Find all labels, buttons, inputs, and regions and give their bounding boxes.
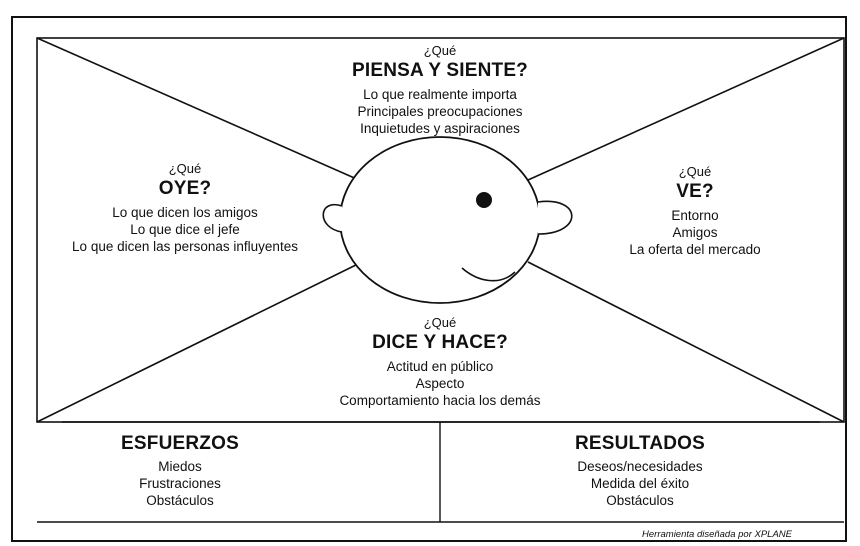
left-ear: [322, 203, 343, 233]
section-line: La oferta del mercado: [629, 242, 761, 257]
section-line: Aspecto: [415, 376, 465, 391]
section-line: Inquietudes y aspiraciones: [360, 121, 520, 136]
section-line: Actitud en público: [386, 359, 494, 374]
panel-line: Obstáculos: [146, 493, 214, 508]
section-thinks-feels: ¿Qué PIENSA Y SIENTE? Lo que realmente i…: [300, 44, 580, 137]
panel-heading: RESULTADOS: [574, 433, 706, 454]
right-ear: [537, 200, 573, 235]
section-question: ¿Qué: [423, 43, 457, 58]
section-line: Lo que dicen los amigos: [112, 205, 258, 220]
section-question: ¿Qué: [423, 315, 457, 330]
section-heading: OYE?: [158, 178, 212, 199]
diagonal-top-left: [36, 37, 369, 185]
panel-line: Frustraciones: [139, 476, 221, 491]
section-sees: ¿Qué VE? Entorno Amigos La oferta del me…: [590, 165, 800, 258]
section-question: ¿Qué: [678, 164, 712, 179]
head-outline: [339, 136, 541, 304]
section-heading: VE?: [676, 181, 714, 202]
panel-gains: RESULTADOS Deseos/necesidades Medida del…: [530, 434, 750, 509]
panel-line: Obstáculos: [606, 493, 674, 508]
section-says-does: ¿Qué DICE Y HACE? Actitud en público Asp…: [295, 316, 585, 409]
panel-line: Medida del éxito: [590, 476, 690, 491]
section-line: Comportamiento hacia los demás: [339, 393, 541, 408]
eye: [476, 192, 492, 208]
section-line: Lo que dicen las personas influyentes: [72, 239, 298, 254]
section-line: Lo que dice el jefe: [130, 222, 240, 237]
diagonal-top-right: [527, 37, 845, 181]
outer-frame: [11, 16, 847, 542]
section-line: Entorno: [671, 208, 719, 223]
mouth: [461, 267, 516, 282]
diagonal-bottom-right: [527, 261, 845, 423]
panel-pains: ESFUERZOS Miedos Frustraciones Obstáculo…: [80, 434, 280, 509]
section-question: ¿Qué: [168, 161, 202, 176]
section-line: Lo que realmente importa: [363, 87, 517, 102]
panel-line: Miedos: [158, 459, 202, 474]
panel-line: Deseos/necesidades: [577, 459, 703, 474]
section-line: Principales preocupaciones: [357, 104, 523, 119]
section-line: Amigos: [672, 225, 718, 240]
section-heading: PIENSA Y SIENTE?: [351, 60, 528, 81]
diagonal-bottom-left: [36, 261, 363, 423]
section-heading: DICE Y HACE?: [372, 332, 508, 353]
section-hears: ¿Qué OYE? Lo que dicen los amigos Lo que…: [40, 162, 330, 255]
credit-text: Herramienta diseñada por XPLANE: [642, 529, 792, 540]
panel-heading: ESFUERZOS: [121, 433, 239, 454]
